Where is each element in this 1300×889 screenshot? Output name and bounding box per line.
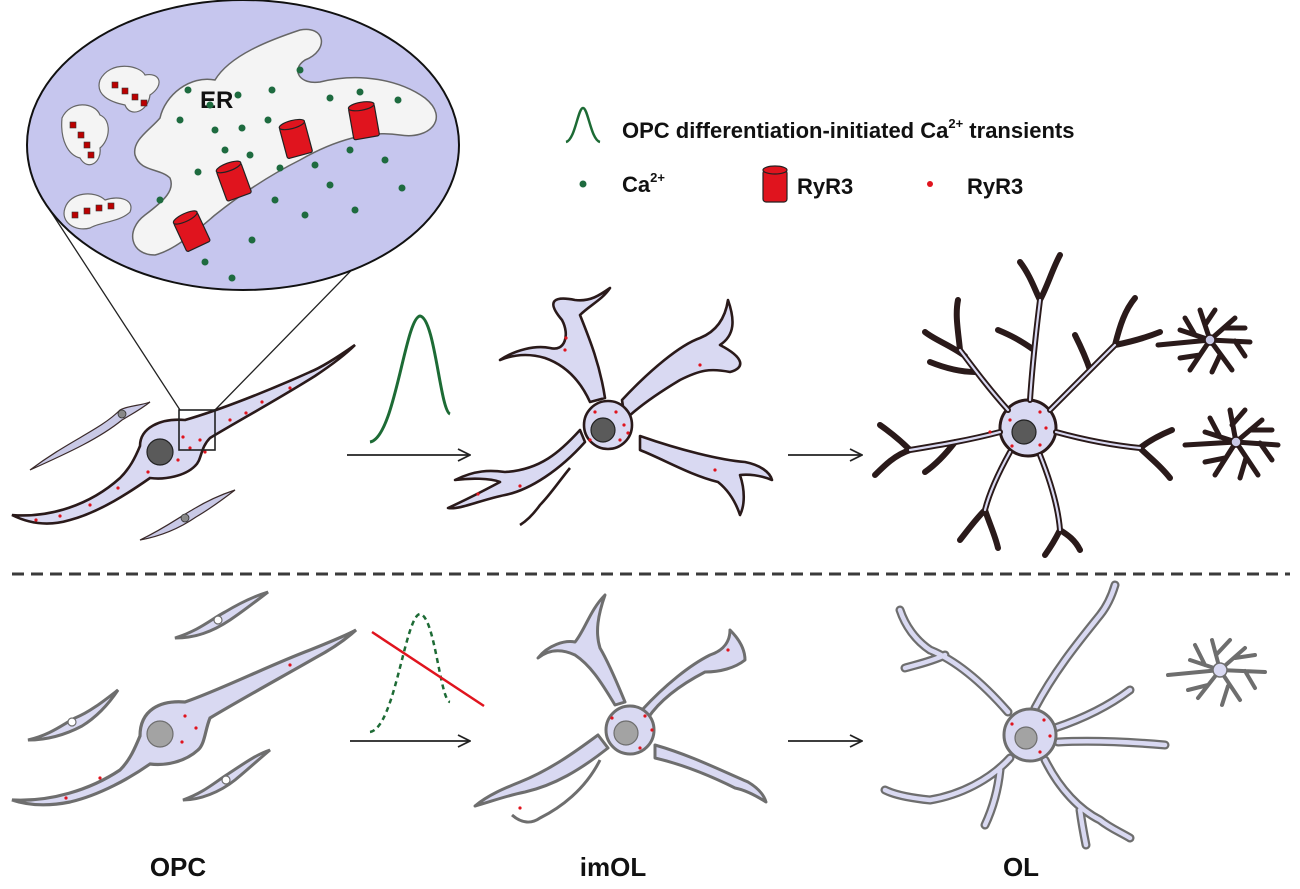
small-opc-bottom-1 [174, 590, 269, 640]
vesicle-1 [98, 65, 160, 113]
legend-ryr3-dot [927, 181, 933, 187]
vesicle-2 [61, 104, 109, 166]
opc-cell-top [11, 343, 356, 525]
legend-transient-label: OPC differentiation-initiated Ca2+ trans… [622, 116, 1074, 143]
opc-cell-bottom [11, 628, 358, 807]
legend: OPC differentiation-initiated Ca2+ trans… [565, 106, 1074, 203]
vesicle-3 [63, 193, 132, 230]
imol-cell-top [446, 286, 774, 527]
ryr3-dots-ol-bottom [1010, 718, 1052, 754]
legend-transient-icon [565, 106, 601, 144]
ryr3-channels-zoom [172, 101, 380, 252]
zoom-callout: ER [26, 0, 460, 411]
legend-calcium-dot [579, 180, 587, 188]
stage-label-ol: OL [1003, 852, 1039, 882]
small-ol-top-2 [1182, 407, 1281, 481]
ryr3-dots-imol-top [476, 336, 717, 496]
legend-ryr3-channel-icon [762, 165, 788, 203]
stage-label-imol: imOL [580, 852, 647, 882]
opc-nucleus-top [146, 438, 174, 466]
legend-calcium-label: Ca2+ [622, 170, 665, 197]
legend-ryr3-channel-label: RyR3 [797, 174, 853, 199]
opc-nucleus-bottom [146, 720, 174, 748]
small-ol-top-1 [1155, 307, 1253, 375]
zoom-target-box [178, 409, 216, 451]
calcium-transient-curve-inhibited [369, 612, 451, 734]
imol-nucleus-top [590, 417, 616, 443]
small-opc-top-2 [139, 489, 236, 541]
imol-nucleus-bottom [613, 720, 639, 746]
small-ol-bottom [1166, 638, 1267, 707]
small-opc-top-1 [29, 401, 151, 471]
ryr3-dots-opc-bottom [64, 663, 292, 800]
er-label: ER [200, 87, 233, 114]
ol-nucleus-bottom [1014, 726, 1038, 750]
zoom-line-left [39, 194, 181, 411]
stage-label-opc: OPC [150, 852, 207, 882]
ol-nucleus-top [1011, 419, 1037, 445]
inhibition-line [371, 630, 485, 708]
small-opc-bottom-3 [182, 748, 271, 802]
ryr3-dots-ol-top [988, 410, 1048, 448]
small-opc-bottom-2 [27, 688, 120, 742]
calcium-dots-zoom [156, 66, 406, 282]
ol-process-fill-top [908, 298, 1142, 532]
calcium-transient-curve [369, 314, 452, 444]
ryr3-dots-imol-bottom [518, 648, 730, 810]
ryr3-dots-opc-top [34, 386, 292, 522]
small-ol-bottom-soma [1212, 662, 1228, 678]
imol-cell-bottom [473, 593, 768, 824]
ol-process-fill-bottom [882, 582, 1168, 848]
legend-ryr3-dot-label: RyR3 [967, 174, 1023, 199]
